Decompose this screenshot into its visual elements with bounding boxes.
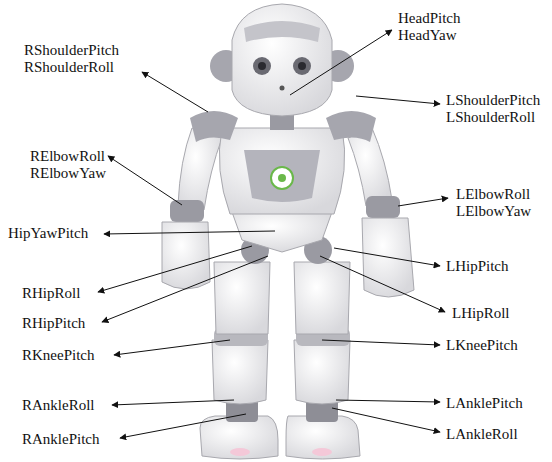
joint-label: RHipRoll [22,285,80,302]
joint-label: RHipPitch [22,315,85,332]
joint-label: RShoulderRoll [24,59,114,76]
joint-label: LAnklePitch [446,395,523,412]
joint-label: RElbowRoll [30,148,105,165]
joint-label: RElbowYaw [30,165,106,182]
joint-label: RAnkleRoll [22,397,95,414]
joint-label: LKneePitch [446,337,518,354]
joint-label: LElbowYaw [456,203,531,220]
joint-label: HipYawPitch [8,225,88,242]
joint-label: LShoulderPitch [446,92,540,109]
joint-label: HeadYaw [398,27,456,44]
joint-label: LHipRoll [452,305,510,322]
joint-label: RShoulderPitch [24,42,119,59]
joint-label: LElbowRoll [456,186,530,203]
joint-label: LAnkleRoll [446,426,518,443]
joint-label: RKneePitch [22,347,95,364]
joint-label: RAnklePitch [22,431,100,448]
joint-label: HeadPitch [398,10,460,27]
joint-label: LHipPitch [446,258,509,275]
joint-label: LShoulderRoll [446,109,535,126]
